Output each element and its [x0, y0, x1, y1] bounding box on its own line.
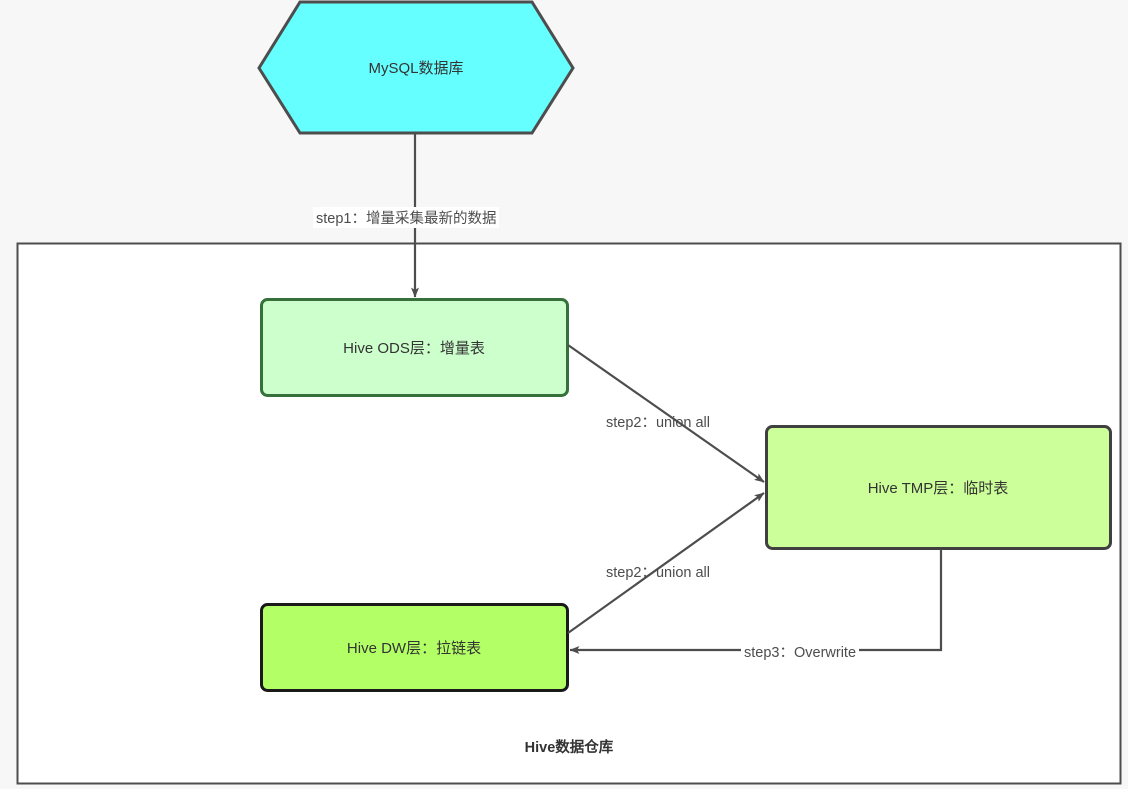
hive-warehouse-title: Hive数据仓库 [524, 740, 614, 756]
node-tmp-shape[interactable] [765, 425, 1112, 550]
edge-dw-to-tmp [567, 492, 765, 634]
edge-label-step2-dw: step2：union all [606, 565, 710, 581]
edge-label-step3: step3：Overwrite [741, 641, 860, 662]
node-dw-shape[interactable] [260, 603, 569, 692]
edge-ods-to-tmp [567, 344, 765, 483]
node-mysql-shape[interactable] [257, 0, 575, 135]
edge-label-step2-ods: step2：union all [606, 415, 710, 431]
node-ods-shape[interactable] [260, 298, 569, 397]
edge-tmp-to-dw [569, 549, 943, 654]
edge-label-step1: step1：增量采集最新的数据 [313, 207, 500, 228]
